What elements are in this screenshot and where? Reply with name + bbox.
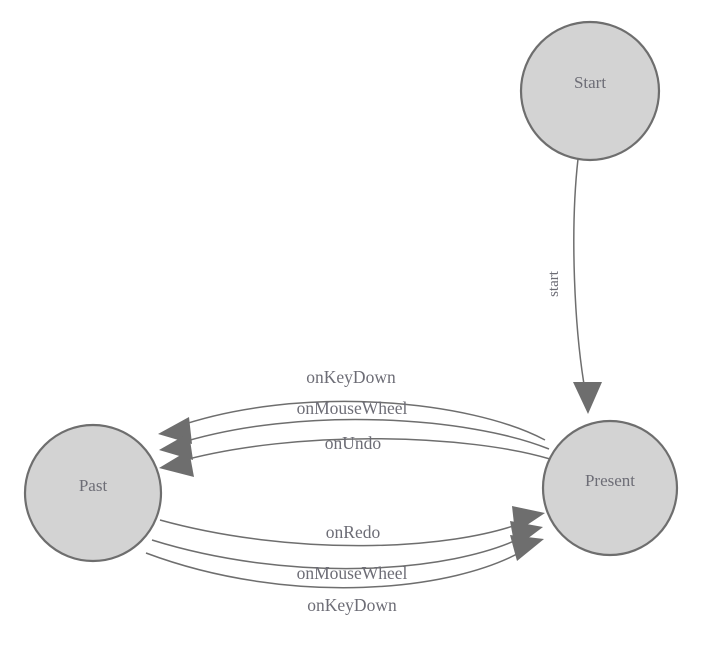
edge-path-dn-2	[151, 535, 526, 570]
edge-label-dn-onmousewheel: onMouseWheel	[297, 563, 408, 583]
node-start-label: Start	[574, 73, 606, 92]
node-start[interactable]: Start	[519, 20, 661, 162]
edge-path-dn-1	[159, 519, 528, 547]
arrowhead-dn-3	[510, 535, 544, 561]
edge-label-start: start	[546, 270, 562, 297]
node-past-circle	[23, 423, 163, 563]
node-start-circle	[519, 20, 661, 162]
edge-past-to-present-onkeydown[interactable]	[145, 535, 544, 589]
edge-label-up-onmousewheel: onMouseWheel	[297, 398, 408, 418]
edge-label-dn-onkeydown: onKeyDown	[307, 595, 397, 615]
node-present-circle	[541, 419, 679, 557]
edge-label-up-onkeydown: onKeyDown	[306, 367, 396, 387]
node-present-label: Present	[585, 471, 635, 490]
node-past[interactable]: Past	[23, 423, 163, 563]
arrowhead-up-3	[159, 450, 194, 477]
edge-label-up-onundo: onUndo	[325, 433, 382, 453]
edge-path-up-3	[176, 438, 551, 463]
node-present[interactable]: Present	[541, 419, 679, 557]
edge-label-dn-onredo: onRedo	[326, 522, 381, 542]
edge-path-start	[573, 158, 587, 397]
node-past-label: Past	[79, 476, 108, 495]
arrowhead-start	[573, 382, 602, 414]
edge-present-to-past-onundo[interactable]	[159, 438, 551, 477]
edge-path-up-1	[175, 400, 546, 441]
edge-path-up-2	[176, 418, 550, 450]
edge-start-to-present[interactable]: start	[546, 158, 602, 414]
edge-path-dn-3	[145, 548, 527, 589]
